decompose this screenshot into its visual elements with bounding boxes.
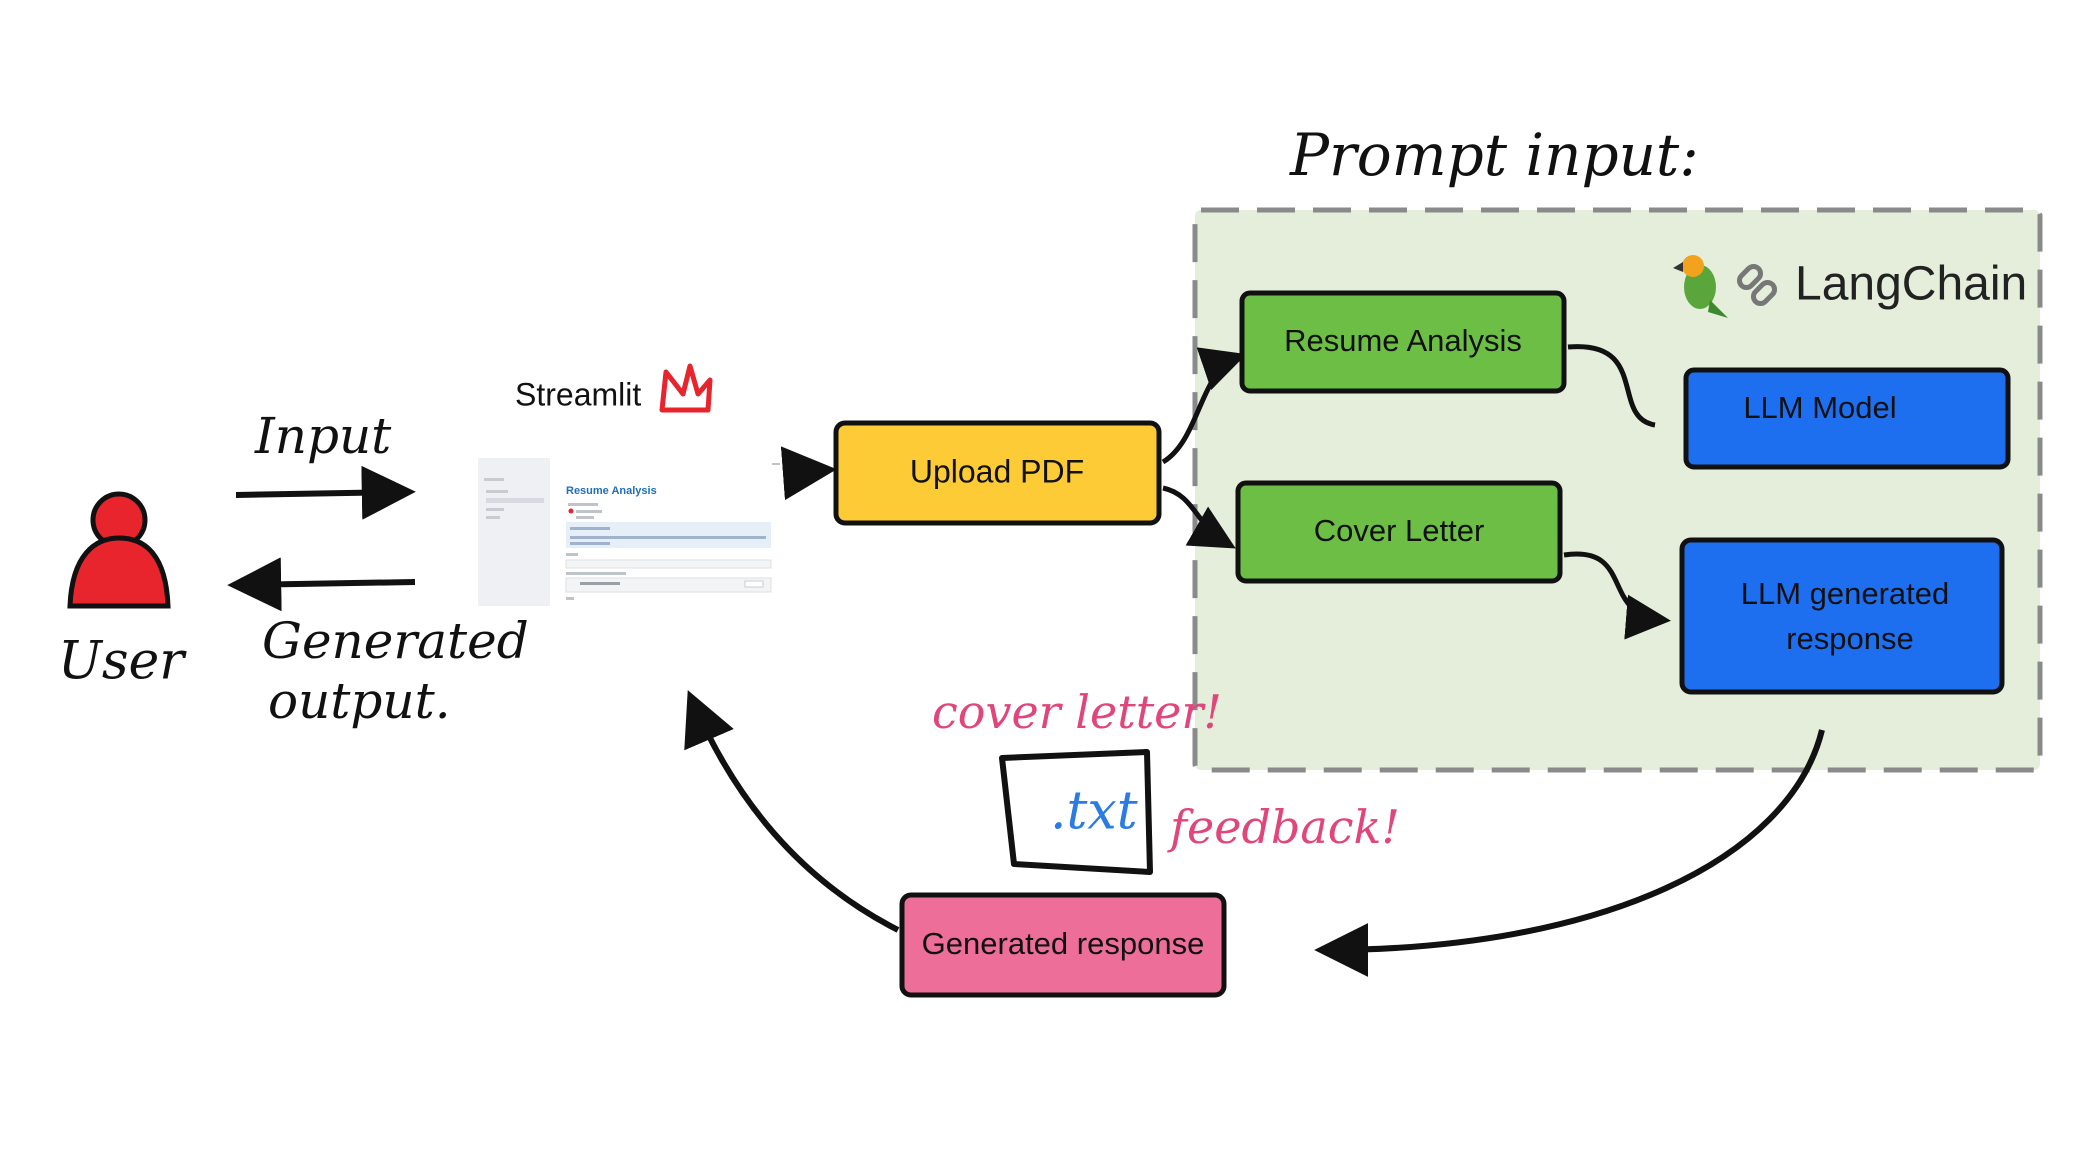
input-arrow bbox=[235, 465, 416, 520]
streamlit-label: Streamlit bbox=[515, 376, 641, 412]
llm-response-line1: LLM generated bbox=[1741, 576, 1950, 611]
response-return-arrow bbox=[1314, 729, 1825, 977]
chain-link-icon bbox=[1736, 263, 1778, 307]
cover-letter-box: Cover Letter bbox=[1235, 480, 1563, 584]
cover-letter-label: Cover Letter bbox=[1314, 513, 1485, 548]
prompt-input-title: Prompt input: bbox=[1289, 121, 1699, 189]
user-icon bbox=[67, 491, 171, 609]
langchain-logo: LangChain bbox=[1673, 255, 2027, 318]
screenshot-title: Resume Analysis bbox=[566, 485, 657, 497]
output-label: output. bbox=[268, 672, 451, 730]
langchain-label: LangChain bbox=[1795, 258, 2027, 311]
upload-pdf-box: Upload PDF bbox=[833, 420, 1162, 526]
txt-label: .txt bbox=[1050, 782, 1138, 842]
cover-letter-annotation: cover letter! bbox=[932, 685, 1222, 739]
generated-response-label: Generated response bbox=[922, 926, 1205, 961]
cover-to-response-arrow bbox=[1563, 551, 1671, 640]
streamlit-app-screenshot: Resume Analysis bbox=[478, 458, 780, 606]
to-cover-arrow bbox=[1162, 485, 1236, 549]
generated-label: Generated bbox=[262, 612, 529, 670]
llm-response-box: LLM generated response bbox=[1679, 537, 2005, 695]
streamlit-crown-icon bbox=[659, 363, 713, 413]
generated-response-box: Generated response bbox=[899, 892, 1227, 998]
input-label: Input bbox=[254, 407, 392, 465]
resume-to-llm-line bbox=[1567, 344, 1656, 428]
llm-model-label: LLM Model bbox=[1743, 390, 1896, 425]
user-label: User bbox=[58, 632, 187, 692]
to-resume-arrow bbox=[1161, 347, 1247, 465]
output-arrow bbox=[227, 557, 416, 612]
to-upload-arrow bbox=[780, 446, 837, 501]
to-streamlit-arrow bbox=[684, 690, 900, 933]
feedback-annotation: feedback! bbox=[1167, 800, 1400, 854]
resume-analysis-box: Resume Analysis bbox=[1239, 290, 1567, 394]
llm-response-line2: response bbox=[1786, 621, 1914, 656]
txt-file-note: .txt bbox=[999, 749, 1153, 875]
upload-pdf-label: Upload PDF bbox=[910, 453, 1084, 489]
parrot-icon bbox=[1673, 255, 1728, 318]
llm-model-box: LLM Model bbox=[1683, 367, 2011, 470]
resume-analysis-label: Resume Analysis bbox=[1284, 323, 1522, 358]
